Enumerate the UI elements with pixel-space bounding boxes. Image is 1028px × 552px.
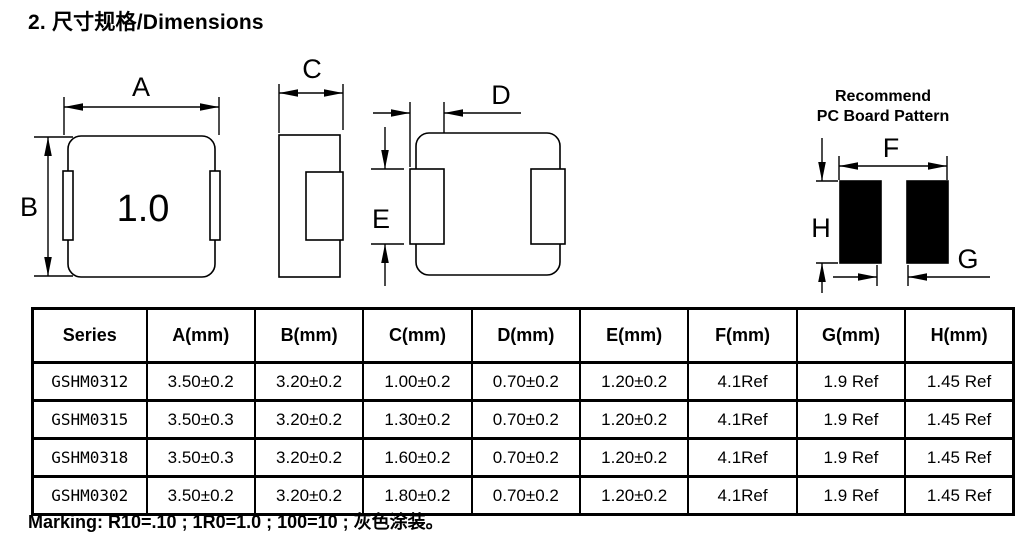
value-cell: 0.70±0.2 xyxy=(470,475,582,516)
value-cell: 4.1Ref xyxy=(687,361,798,402)
terminal-pad xyxy=(530,168,566,245)
value-cell: 1.20±0.2 xyxy=(578,437,690,478)
arrowhead-icon xyxy=(839,162,858,170)
value-cell: 1.45 Ref xyxy=(904,399,1015,440)
value-cell: 4.1Ref xyxy=(687,437,798,478)
value-cell: 3.50±0.3 xyxy=(145,399,256,440)
arrowhead-icon xyxy=(64,103,83,111)
solder-pad xyxy=(906,180,949,264)
value-cell: 0.70±0.2 xyxy=(470,399,582,440)
value-cell: 0.70±0.2 xyxy=(470,361,582,402)
value-cell: 1.9 Ref xyxy=(795,399,907,440)
pcb-pattern-drawing: Recommend PC Board Pattern F H xyxy=(811,88,990,293)
dim-label-d: D xyxy=(491,80,511,110)
terminal-tab-side xyxy=(305,171,344,241)
column-header: A(mm) xyxy=(145,307,256,364)
arrowhead-icon xyxy=(279,89,298,97)
arrowhead-icon xyxy=(44,257,52,276)
terminal-tab xyxy=(209,170,221,241)
page-title: 2. 尺寸规格/Dimensions xyxy=(28,11,264,34)
value-cell: 3.20±0.2 xyxy=(253,475,365,516)
pcb-pattern-title-line1: Recommend xyxy=(835,88,931,105)
terminal-pad xyxy=(409,168,445,245)
value-cell: 1.80±0.2 xyxy=(362,475,473,516)
dim-label-f: F xyxy=(883,133,900,163)
value-cell: 1.9 Ref xyxy=(795,361,907,402)
value-cell: 1.20±0.2 xyxy=(578,399,690,440)
value-cell: 1.9 Ref xyxy=(795,475,907,516)
dim-label-h: H xyxy=(811,213,831,243)
dim-label-g: G xyxy=(957,244,978,274)
value-cell: 3.50±0.2 xyxy=(145,361,256,402)
value-cell: 1.9 Ref xyxy=(795,437,907,478)
arrowhead-icon xyxy=(818,263,826,282)
column-header: H(mm) xyxy=(904,307,1015,364)
value-cell: 1.60±0.2 xyxy=(362,437,473,478)
series-cell: GSHM0302 xyxy=(31,475,148,516)
pcb-pattern-title-line2: PC Board Pattern xyxy=(817,108,949,125)
dim-label-e: E xyxy=(372,204,390,234)
column-header: G(mm) xyxy=(795,307,907,364)
value-cell: 1.30±0.2 xyxy=(362,399,473,440)
series-cell: GSHM0315 xyxy=(31,399,148,440)
value-cell: 3.50±0.2 xyxy=(145,475,256,516)
value-cell: 1.45 Ref xyxy=(904,437,1015,478)
dim-label-c: C xyxy=(302,54,322,84)
arrowhead-icon xyxy=(391,109,410,117)
value-cell: 1.20±0.2 xyxy=(578,361,690,402)
arrowhead-icon xyxy=(928,162,947,170)
column-header: Series xyxy=(31,307,148,364)
column-header: F(mm) xyxy=(687,307,798,364)
arrowhead-icon xyxy=(818,162,826,181)
value-cell: 1.00±0.2 xyxy=(362,361,473,402)
front-view-drawing: A B 1.0 xyxy=(20,72,221,278)
value-cell: 4.1Ref xyxy=(687,399,798,440)
arrowhead-icon xyxy=(908,273,927,281)
value-cell: 1.45 Ref xyxy=(904,475,1015,516)
arrowhead-icon xyxy=(324,89,343,97)
series-cell: GSHM0318 xyxy=(31,437,148,478)
dim-label-a: A xyxy=(132,72,150,102)
value-cell: 1.20±0.2 xyxy=(578,475,690,516)
series-cell: GSHM0312 xyxy=(31,361,148,402)
arrowhead-icon xyxy=(200,103,219,111)
dim-label-b: B xyxy=(20,192,38,222)
arrowhead-icon xyxy=(444,109,463,117)
part-marking: 1.0 xyxy=(117,188,170,230)
column-header: C(mm) xyxy=(362,307,473,364)
value-cell: 1.45 Ref xyxy=(904,361,1015,402)
value-cell: 0.70±0.2 xyxy=(470,437,582,478)
value-cell: 3.20±0.2 xyxy=(253,399,365,440)
arrowhead-icon xyxy=(381,244,389,263)
value-cell: 3.20±0.2 xyxy=(253,437,365,478)
column-header: B(mm) xyxy=(253,307,365,364)
solder-pad xyxy=(839,180,882,264)
column-header: D(mm) xyxy=(470,307,582,364)
arrowhead-icon xyxy=(381,150,389,169)
marking-note: Marking: R10=.10 ; 1R0=1.0 ; 100=10 ; 灰色… xyxy=(28,512,444,532)
arrowhead-icon xyxy=(44,137,52,156)
dimension-drawings: A B 1.0 C xyxy=(20,54,990,293)
terminal-tab xyxy=(62,170,74,241)
bottom-view-drawing: D E xyxy=(371,80,566,286)
value-cell: 3.50±0.3 xyxy=(145,437,256,478)
column-header: E(mm) xyxy=(578,307,690,364)
side-view-drawing: C xyxy=(278,54,344,278)
value-cell: 3.20±0.2 xyxy=(253,361,365,402)
value-cell: 4.1Ref xyxy=(687,475,798,516)
arrowhead-icon xyxy=(858,273,877,281)
